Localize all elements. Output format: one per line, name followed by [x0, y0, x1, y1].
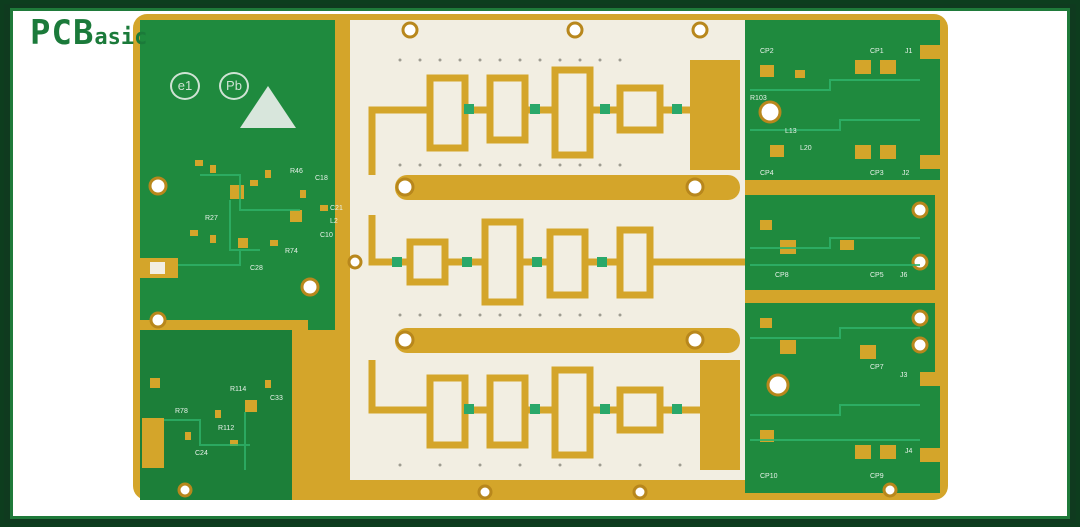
silk-label: R103: [750, 95, 767, 102]
silk-label: R78: [175, 408, 188, 415]
silk-label: R27: [205, 215, 218, 222]
mounting-holes: [148, 21, 929, 500]
left-green-traces: [160, 174, 300, 470]
silk-label: C10: [320, 232, 333, 239]
esd-warning-icon: [240, 86, 296, 128]
silk-label: CP7: [870, 364, 884, 371]
silk-label: CP1: [870, 48, 884, 55]
silk-label: CP4: [760, 170, 774, 177]
silk-label: L20: [800, 145, 812, 152]
silk-label: J4: [905, 448, 913, 455]
filter-traces-top: [368, 66, 700, 175]
silk-label: L13: [785, 128, 797, 135]
marking-e1: e1: [170, 72, 200, 100]
left-components: [150, 160, 328, 446]
silk-label: C28: [250, 265, 263, 272]
right-components: [760, 45, 948, 462]
silk-label: C24: [195, 450, 208, 457]
silk-label: J1: [905, 48, 913, 55]
silk-label: CP8: [775, 272, 789, 279]
logo-main-text: PCB: [30, 13, 95, 53]
silk-label: CP9: [870, 473, 884, 480]
silk-label: CP5: [870, 272, 884, 279]
silk-label: CP2: [760, 48, 774, 55]
via-grid: [398, 58, 682, 467]
silk-label: R46: [290, 168, 303, 175]
filter-traces-middle: [368, 215, 745, 306]
right-green-traces: [750, 79, 920, 441]
filter-traces-bottom: [368, 360, 710, 459]
silk-label: C33: [270, 395, 283, 402]
silk-label: R114: [230, 386, 247, 393]
silk-label: C18: [315, 175, 328, 182]
silk-label: L2: [330, 218, 338, 225]
silk-label: CP10: [760, 473, 778, 480]
filter-components: [392, 104, 682, 414]
silk-label: CP3: [870, 170, 884, 177]
header-connector-left: [142, 418, 164, 468]
marking-pb: Pb: [219, 72, 249, 100]
silk-label: J6: [900, 272, 908, 279]
silk-label: J2: [902, 170, 910, 177]
logo-sub-text: asic: [94, 25, 148, 50]
brand-logo: PCBasic: [30, 16, 147, 50]
silk-label: R112: [218, 425, 235, 432]
silk-label: C21: [330, 205, 343, 212]
silk-label: J3: [900, 372, 908, 379]
silk-label: R74: [285, 248, 298, 255]
